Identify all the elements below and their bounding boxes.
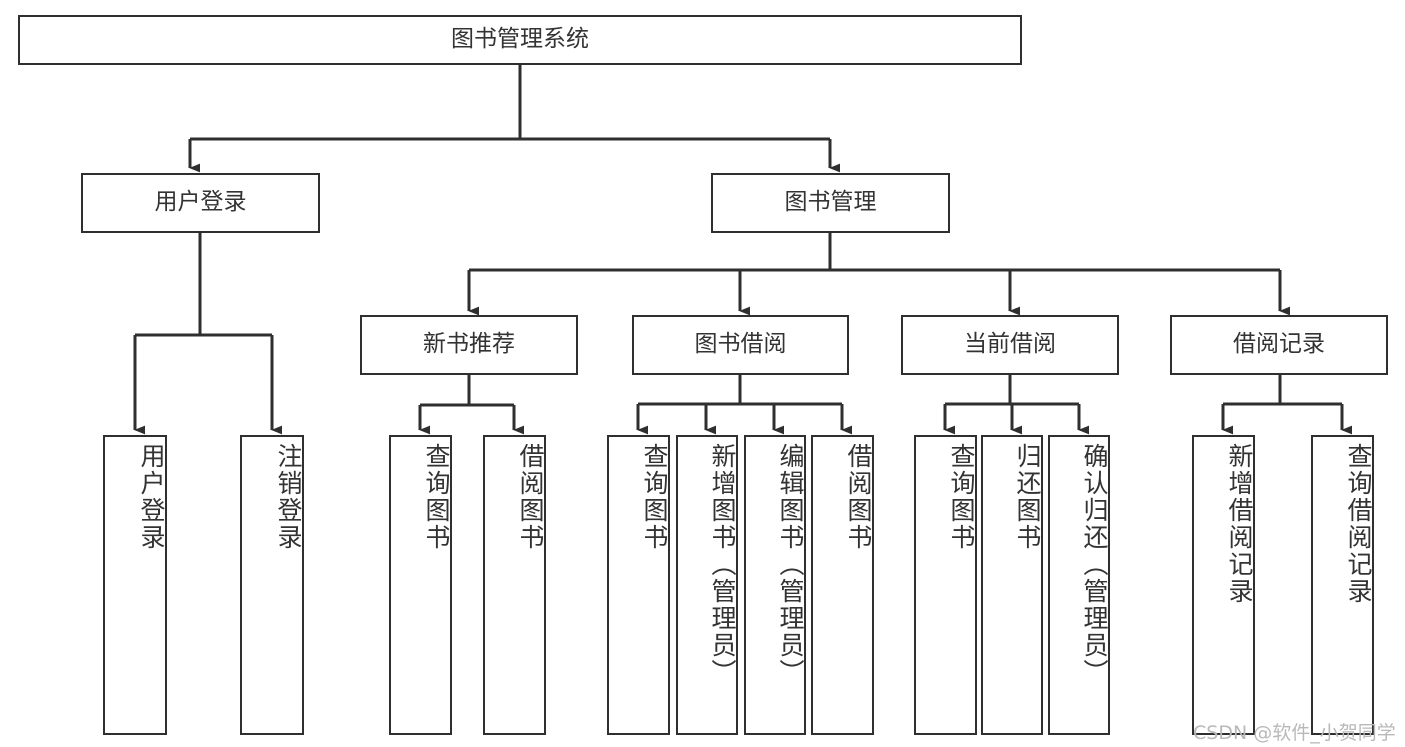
node-label: 图书管理系统 (451, 26, 589, 53)
node-label: 借阅记录 (1233, 331, 1325, 358)
node-borrow-record[interactable]: 借阅记录 (1170, 315, 1388, 375)
leaf-user-login-login[interactable]: 用户登录 (103, 435, 167, 735)
leaf-new-book-query-book[interactable]: 查询图书 (389, 435, 452, 735)
node-root-book-management-system[interactable]: 图书管理系统 (18, 15, 1022, 65)
leaf-current-borrow-query-book[interactable]: 查询图书 (914, 435, 977, 735)
node-label: 注销登录 (274, 443, 303, 551)
node-label: 编辑图书（管理员） (776, 443, 805, 686)
leaf-new-book-borrow-book[interactable]: 借阅图书 (483, 435, 546, 735)
node-book-borrow[interactable]: 图书借阅 (632, 315, 849, 375)
node-label: 查询图书 (947, 443, 976, 551)
node-label: 归还图书 (1013, 443, 1042, 551)
node-label: 借阅图书 (516, 443, 545, 551)
node-label: 借阅图书 (844, 443, 873, 551)
leaf-current-borrow-return-book[interactable]: 归还图书 (981, 435, 1043, 735)
node-label: 用户登录 (137, 443, 166, 551)
leaf-borrow-record-query-record[interactable]: 查询借阅记录 (1311, 435, 1374, 735)
leaf-book-borrow-query-book[interactable]: 查询图书 (607, 435, 670, 735)
node-book-management[interactable]: 图书管理 (711, 173, 950, 233)
leaf-borrow-record-add-record[interactable]: 新增借阅记录 (1192, 435, 1255, 735)
leaf-book-borrow-add-book-admin[interactable]: 新增图书（管理员） (676, 435, 738, 735)
node-label: 图书管理 (784, 189, 877, 216)
leaf-book-borrow-borrow-book[interactable]: 借阅图书 (811, 435, 874, 735)
csdn-watermark: CSDN @软件_小贺同学 (1193, 722, 1396, 744)
node-label: 新增图书（管理员） (708, 443, 737, 686)
leaf-current-borrow-confirm-return-admin[interactable]: 确认归还（管理员） (1048, 435, 1110, 735)
node-label: 查询图书 (422, 443, 451, 551)
node-current-borrow[interactable]: 当前借阅 (901, 315, 1119, 375)
node-label: 查询借阅记录 (1344, 443, 1373, 605)
node-label: 新书推荐 (423, 331, 515, 358)
node-label: 用户登录 (154, 189, 247, 216)
node-label: 确认归还（管理员） (1080, 443, 1109, 686)
leaf-user-login-logout[interactable]: 注销登录 (240, 435, 304, 735)
node-label: 图书借阅 (694, 331, 787, 358)
node-user-login[interactable]: 用户登录 (81, 173, 320, 233)
node-label: 查询图书 (640, 443, 669, 551)
node-new-book-recommend[interactable]: 新书推荐 (360, 315, 578, 375)
leaf-book-borrow-edit-book-admin[interactable]: 编辑图书（管理员） (744, 435, 806, 735)
node-label: 新增借阅记录 (1225, 443, 1254, 605)
node-label: 当前借阅 (964, 331, 1056, 358)
